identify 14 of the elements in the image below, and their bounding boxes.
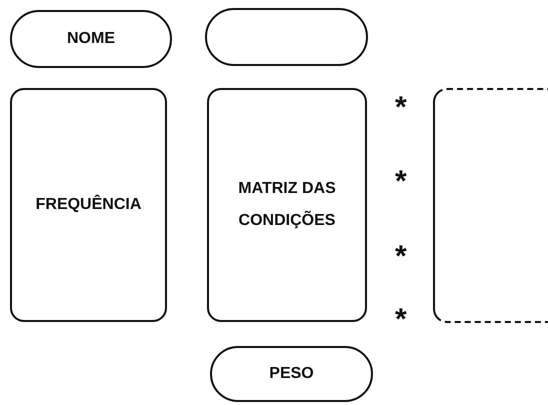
box-label: NOME [67, 29, 115, 49]
pill-box [210, 346, 373, 402]
rounded-box [10, 88, 167, 322]
asterisk: * [395, 308, 407, 332]
rounded-box [207, 88, 367, 322]
pill-box [10, 10, 172, 68]
asterisk: * [395, 170, 407, 194]
asterisk: * [395, 96, 407, 120]
box-label: MATRIZ DAS CONDIÇÕES [237, 179, 337, 231]
box-label: PESO [269, 364, 314, 384]
dashed-box [433, 88, 548, 323]
box-label: FREQUÊNCIA [36, 194, 142, 215]
pill-box [205, 8, 368, 66]
asterisk: * [395, 245, 407, 269]
